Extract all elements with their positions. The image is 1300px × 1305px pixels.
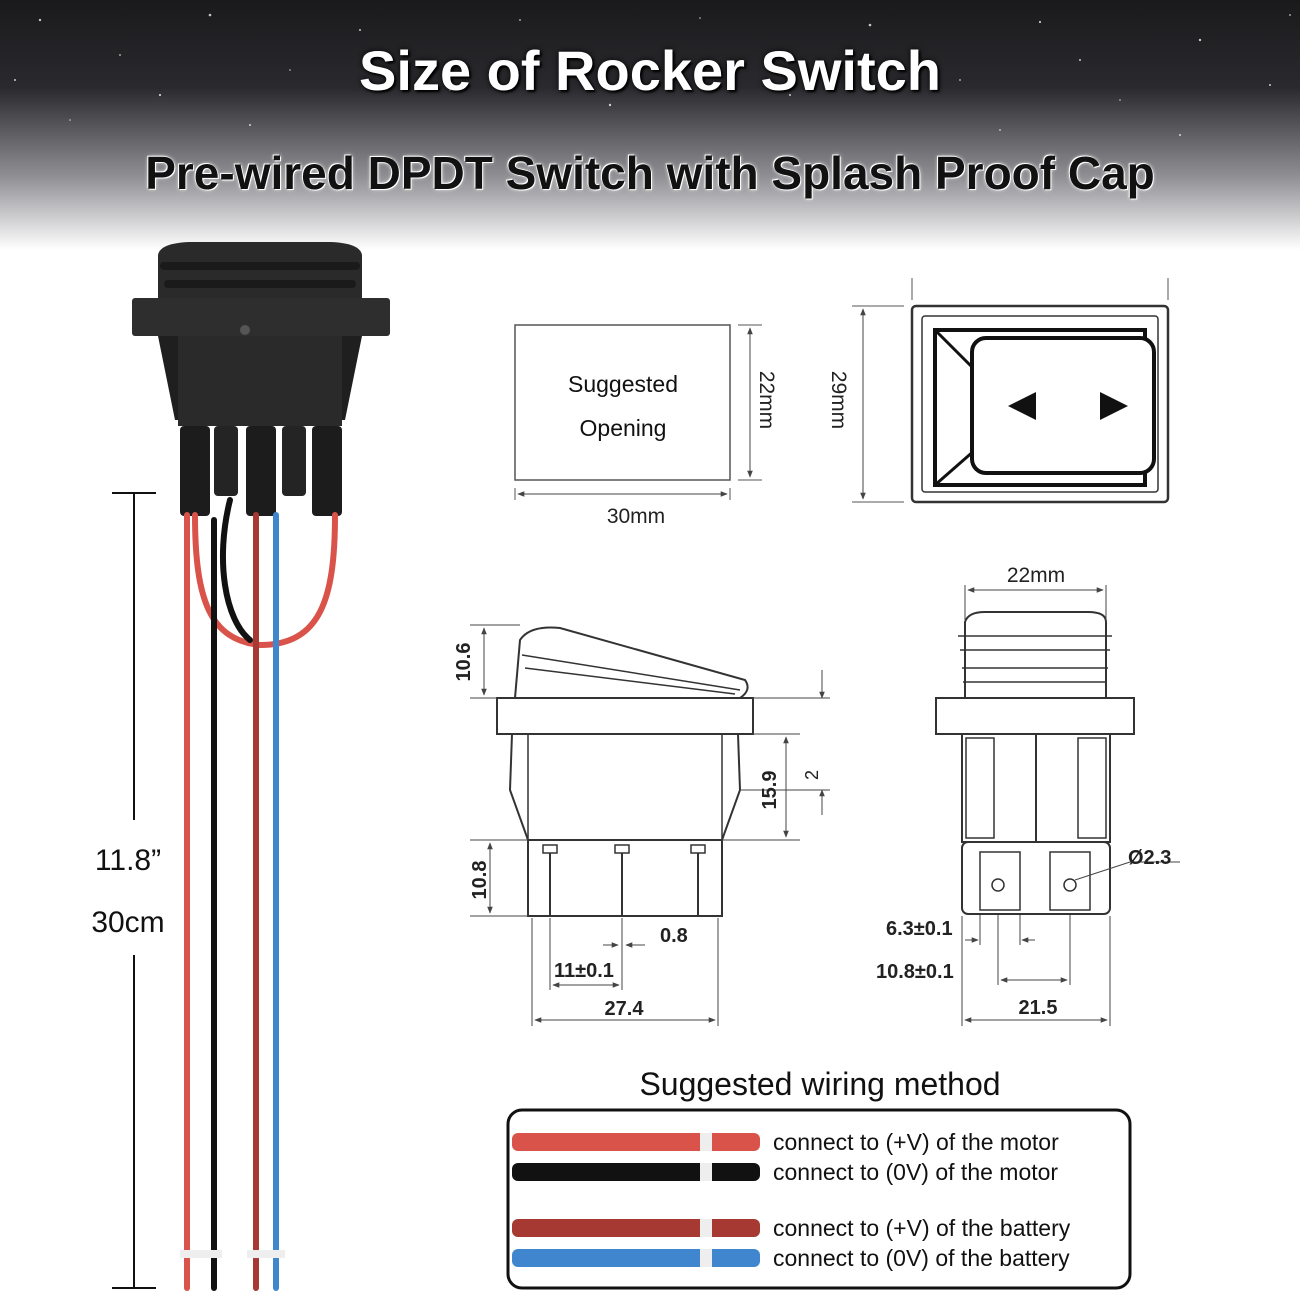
opening-label-line2: Opening: [580, 415, 667, 441]
side-view-dimensions: [470, 624, 830, 1026]
page-subtitle: Pre-wired DPDT Switch with Splash Proof …: [145, 147, 1155, 199]
star-field: [14, 13, 1291, 136]
wire-black-loop: [219, 497, 253, 643]
cable-length-cm: 30cm: [91, 906, 164, 939]
opening-height: 22mm: [755, 371, 778, 429]
arrow-left-icon: [1008, 392, 1036, 420]
end-top-width: 22mm: [1007, 564, 1065, 587]
wiring-row-label: connect to (+V) of the battery: [773, 1215, 1071, 1241]
front-height: 29mm: [827, 371, 850, 429]
opening-width: 30mm: [607, 505, 665, 528]
front-view: [852, 278, 1170, 504]
suggested-opening: [514, 324, 762, 500]
side-pin-thickness: 0.8: [660, 925, 688, 947]
wiring-wire-swatch: [512, 1219, 760, 1237]
page-title: Size of Rocker Switch: [359, 39, 941, 102]
end-tab-pitch: 10.8±0.1: [876, 961, 954, 983]
cable-length-inches: 11.8”: [95, 844, 161, 877]
wiring-legend-box: [506, 1108, 1132, 1290]
wiring-row-label: connect to (0V) of the battery: [773, 1245, 1070, 1271]
wiring-wire-band: [700, 1249, 712, 1267]
side-step: 2: [802, 770, 822, 780]
opening-label-line1: Suggested: [568, 371, 678, 397]
end-tab-width: 6.3±0.1: [886, 918, 953, 940]
end-hole-diameter: Ø2.3: [1128, 847, 1171, 869]
wiring-wire-band: [700, 1219, 712, 1237]
wiring-legend-rows: connect to (+V) of the motor connect to (…: [512, 1129, 1071, 1271]
side-body-height: 15.9: [759, 771, 781, 810]
wiring-title: Suggested wiring method: [639, 1066, 1000, 1102]
wiring-wire-swatch: [512, 1249, 760, 1267]
wiring-row-label: connect to (0V) of the motor: [773, 1159, 1058, 1185]
side-view: [496, 626, 754, 917]
wiring-wire-swatch: [512, 1163, 760, 1181]
side-pin-pitch: 11±0.1: [554, 960, 614, 982]
end-view-dimensions: [961, 585, 1180, 1026]
side-body-width: 27.4: [605, 998, 645, 1020]
switch-photo: [132, 242, 390, 516]
end-body-width: 21.5: [1019, 997, 1058, 1019]
wiring-row-label: connect to (+V) of the motor: [773, 1129, 1059, 1155]
end-view: [935, 611, 1135, 915]
cable-length-dimension: [112, 492, 156, 1289]
wiring-wire-band: [700, 1163, 712, 1181]
wire-red-loop: [192, 512, 338, 649]
wiring-wire-band: [700, 1133, 712, 1151]
arrow-right-icon: [1100, 392, 1128, 420]
wire-bundle: [180, 497, 338, 1291]
header-background: [0, 0, 1300, 250]
side-cap-height: 10.6: [453, 643, 475, 682]
side-terminal-length: 10.8: [469, 861, 491, 900]
wiring-wire-swatch: [512, 1133, 760, 1151]
